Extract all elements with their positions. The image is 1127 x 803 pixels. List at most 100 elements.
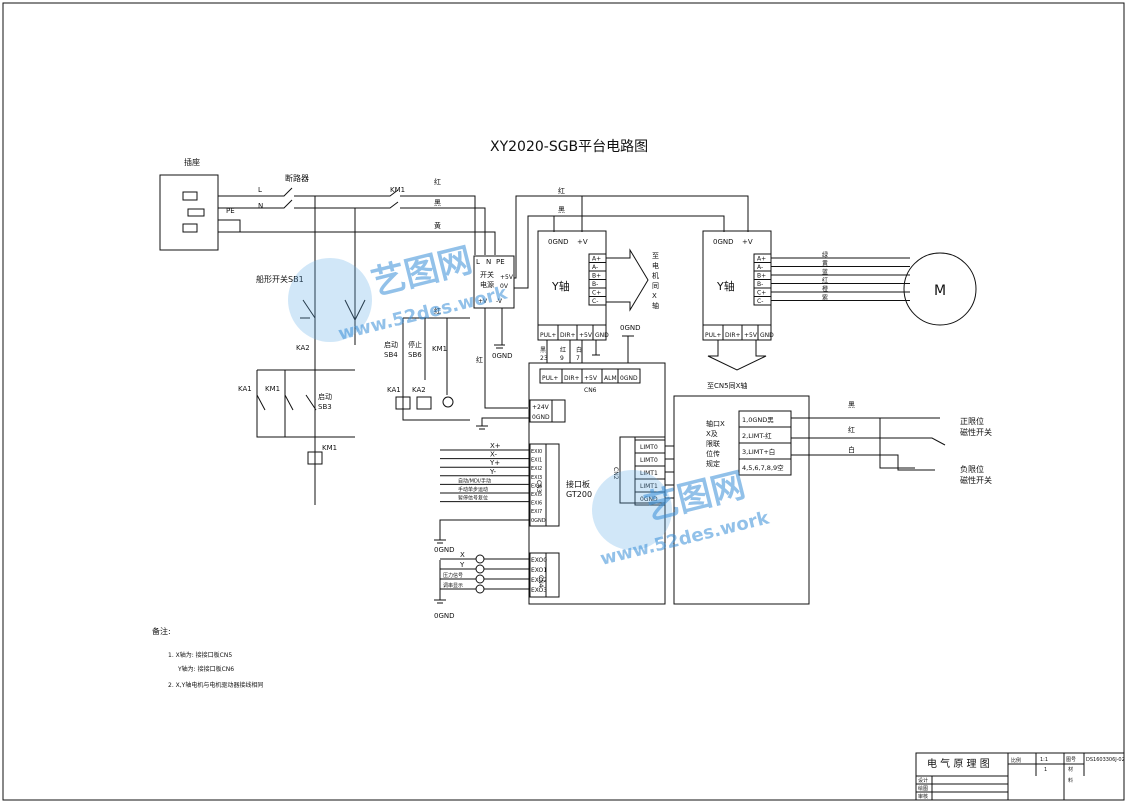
driver-x-ctrl-pin-label: PUL+ (705, 332, 721, 339)
cn2-pin-label: LIMT1 (640, 470, 658, 477)
cn3-signal-label: Y- (489, 468, 496, 476)
limit-wire-red: 红 (848, 425, 855, 434)
ka2-mid-label: KA2 (412, 386, 426, 394)
tb-no: DS1603306J-02 (1086, 757, 1125, 763)
driver-x-pin-label: B- (757, 281, 763, 288)
cn3-signal-label: X+ (490, 442, 501, 450)
n-label: N (258, 202, 263, 210)
driver-y-gnd: 0GND (548, 238, 569, 246)
km1-top-label: KM1 (390, 186, 405, 194)
driver-y-pin-label: A- (592, 264, 598, 271)
driver-x-v: +V (742, 238, 753, 246)
cn4-lamp-icon (475, 584, 485, 594)
cn4-lamp-icon (475, 554, 485, 564)
start-sb4-l2: SB4 (384, 351, 398, 359)
cn3-gnd-label: 0GND (434, 546, 455, 554)
socket-hole-n (182, 223, 198, 233)
arrow-note-char: 电 (652, 261, 659, 270)
driver-x-pin-label: B+ (757, 273, 766, 280)
wire-red-3: 红 (476, 355, 483, 364)
cn6-wires (546, 335, 634, 363)
motor-wire-label: 红 (822, 277, 828, 285)
diagram-title: XY2020-SGB平台电路图 (490, 139, 648, 155)
driver-y-ctrl-pin-label: PUL+ (540, 332, 556, 339)
driver-x-down-arrow (707, 340, 767, 371)
arrow-note-char: 轴 (652, 301, 659, 310)
cn3-pin-label: EXI2 (531, 466, 542, 472)
cn3-gnd-wire (434, 519, 530, 544)
motor-wire-label: 蓝 (822, 268, 828, 276)
psu-label1: 开关 (480, 270, 494, 279)
cn2-pin-label: LIMT0 (640, 444, 658, 451)
ygnd-label: 0GND (492, 352, 513, 360)
driver-y-ctrl-pin-label: +5V (579, 332, 593, 339)
cn3-connector: EXI0X+EXI1X-EXI2Y+EXI3Y-EXI4自动/MDI/手动EXI… (440, 442, 546, 524)
cn2-pin-label: LIMT1 (640, 483, 658, 490)
ka1-mid-label: KA1 (387, 386, 401, 394)
cn4-signal-label: 压力信号 (443, 572, 463, 579)
pos-switch-l1: 正限位 (960, 416, 984, 426)
cn4-signal-label: X (460, 551, 465, 559)
driver-y-pin-label: B- (592, 281, 598, 288)
motor-label: M (934, 283, 946, 299)
driver-x-ctrl-pin-label: DIR+ (725, 332, 741, 339)
cn4-pin-label: EXO2 (531, 577, 547, 584)
motor-wire-label: 黄 (822, 260, 828, 268)
wire-red-1: 红 (434, 177, 441, 186)
cn4-signal-label: Y (459, 561, 465, 569)
limit-wire-white: 白 (848, 445, 855, 454)
socket-label: 插座 (184, 157, 200, 167)
notes-l3: 2. X,Y轴电机与电机驱动器接线相同 (168, 681, 263, 689)
cn4-pin-label: EXO3 (531, 587, 547, 594)
cn3-pin-label: EXI5 (531, 492, 542, 498)
left-control-wires (256, 369, 355, 465)
psu-vm: -V (496, 298, 503, 305)
driver-y-pin-label: B+ (592, 273, 601, 280)
watermark-right: 艺图网 www.52des.work (592, 465, 772, 570)
tb-scale-label: 比例 (1011, 757, 1021, 764)
left-km1-label: KM1 (265, 385, 280, 393)
driver-y-name: Y轴 (551, 279, 570, 293)
driver-x-name: Y轴 (716, 279, 735, 293)
stop-sb6-l1: 停止 (408, 340, 422, 349)
cn4-signal-label: 调串显示 (443, 582, 463, 589)
rocker-switch-symbol (300, 299, 316, 319)
limit-wire-black: 黑 (848, 401, 855, 409)
limit-note-line: 位传 (706, 449, 720, 458)
left-ka1-label: KA1 (238, 385, 252, 393)
power-p24: +24V (532, 404, 550, 411)
cn6-pin-label: ALM (604, 375, 617, 382)
limit-note-line: X及 (706, 430, 718, 438)
driver-y-pin-label: C+ (592, 290, 601, 297)
cn4-pin-label: EXO0 (531, 557, 547, 564)
left-coil-label: KM1 (322, 444, 337, 452)
driver-x-pins: A+A-B+B-C+C- (753, 253, 772, 306)
watermark-globe-icon-2 (592, 470, 672, 550)
power-in-tag (551, 399, 566, 423)
cn4-pin-label: EXO1 (531, 567, 547, 574)
cn6-pin-label: +5V (584, 375, 598, 382)
psu-driver-wires (484, 195, 749, 409)
rocker-switch-label: 船形开关SB1 (256, 274, 304, 284)
tb-design: 设计 (918, 777, 928, 784)
board-model: GT200 (566, 490, 592, 499)
limit-note-line: 限联 (706, 439, 720, 448)
power-gnd: 0GND (532, 414, 550, 421)
cn4-lamp-icon (475, 574, 485, 584)
driver-y-v: +V (577, 238, 588, 246)
limit-note-line: 规定 (706, 459, 720, 468)
driver-y-ctrl-pin-cell (592, 324, 607, 341)
psu-vp: +V (478, 298, 488, 305)
ka-contact-symbol (344, 299, 366, 322)
motor-wire-label: 绿 (822, 251, 828, 259)
motor-wire-label: 紫 (822, 294, 828, 302)
cn3-name: CN3 (535, 480, 542, 493)
psu-l: L (476, 258, 480, 266)
cn6-pin-label: PUL+ (542, 375, 558, 382)
cn6-pin-label: DIR+ (564, 375, 580, 382)
